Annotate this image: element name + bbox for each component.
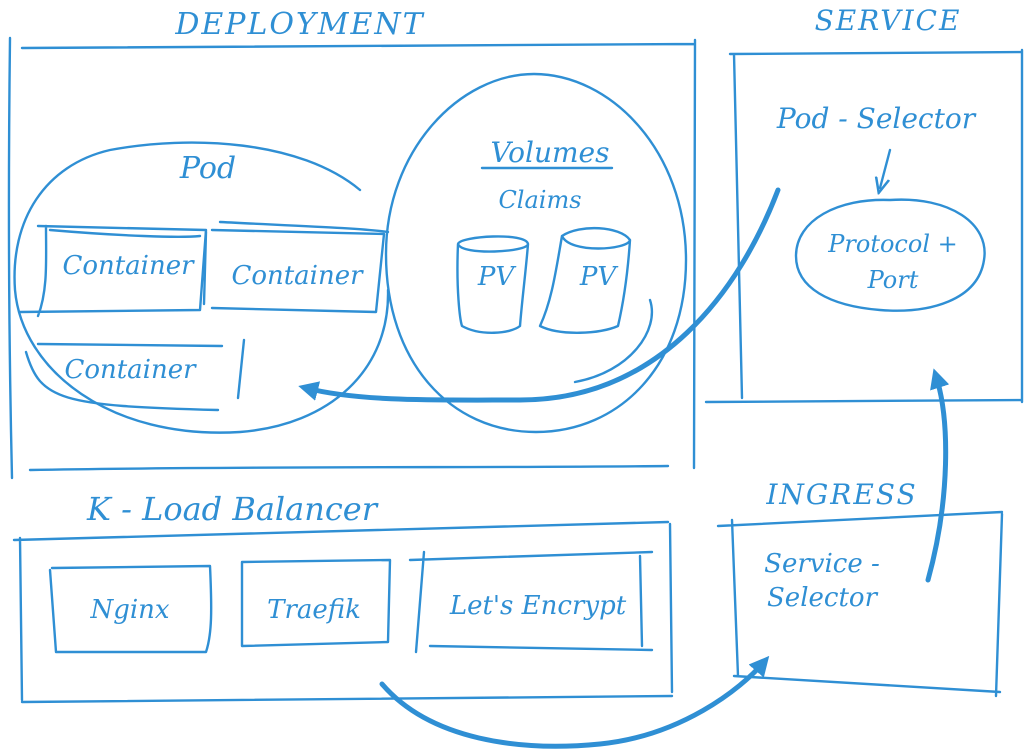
ingress-box [716, 510, 1004, 698]
load-balancer-box [12, 520, 674, 704]
service-selector-label: Pod - Selector [776, 102, 977, 135]
nginx-box [48, 564, 213, 654]
nginx-label: Nginx [89, 595, 169, 625]
protocol-label-line1: Protocol + [827, 230, 957, 258]
load-balancer-group: K - Load Balancer Nginx Traefik Let's En… [12, 490, 674, 704]
deployment-group: DEPLOYMENT Pod Container Container Conta… [7, 7, 697, 480]
container-label-1: Container [62, 251, 195, 281]
container-label-3: Container [64, 355, 197, 385]
pod-ellipse [13, 141, 390, 434]
volumes-circle [384, 72, 688, 434]
traefik-box [240, 558, 392, 648]
service-title: SERVICE [815, 4, 962, 37]
letsencrypt-label: Let's Encrypt [449, 591, 627, 621]
ingress-selector-line2: Selector [767, 583, 879, 613]
load-balancer-to-ingress-arrow [379, 655, 770, 749]
pv-cylinder-1: PV [456, 235, 530, 334]
service-group: SERVICE Pod - Selector Protocol + Port [704, 4, 1024, 404]
selector-down-arrow [880, 148, 892, 188]
volumes-title: Volumes [491, 136, 610, 169]
protocol-label-line2: Port [867, 266, 919, 294]
pv-label-2: PV [579, 262, 618, 292]
ingress-to-service-arrow [925, 368, 950, 583]
protocol-ellipse [794, 198, 986, 312]
container-label-2: Container [231, 261, 364, 291]
ingress-group: INGRESS Service - Selector [716, 478, 1004, 698]
pod-title: Pod [179, 151, 236, 186]
load-balancer-title: K - Load Balancer [86, 490, 379, 528]
container-box-2 [202, 220, 390, 314]
ingress-selector-line1: Service - [764, 549, 880, 579]
traefik-label: Traefik [267, 595, 361, 625]
pv-cylinder-2: PV [538, 226, 632, 334]
ingress-title: INGRESS [765, 478, 917, 511]
letsencrypt-box [408, 550, 654, 654]
service-box [704, 48, 1024, 404]
deployment-box [7, 36, 697, 480]
container-box-3 [24, 338, 246, 412]
volumes-subtitle: Claims [498, 186, 581, 214]
pv-label-1: PV [477, 262, 516, 292]
deployment-title: DEPLOYMENT [174, 7, 424, 42]
service-to-pod-arrow [298, 187, 781, 403]
container-box-1 [18, 224, 208, 318]
